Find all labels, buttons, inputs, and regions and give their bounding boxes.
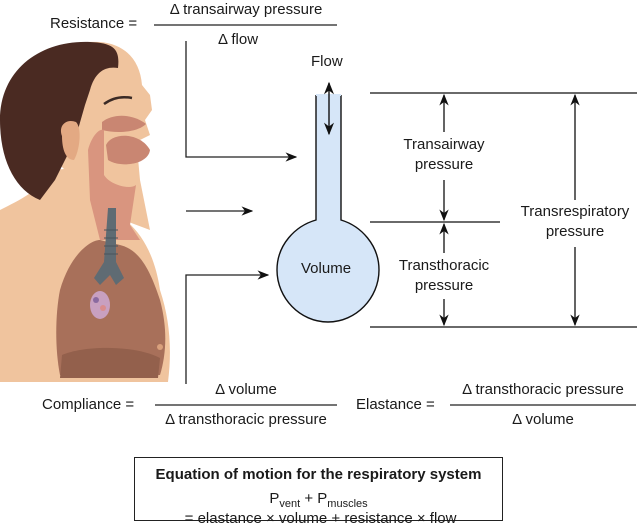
heart (90, 291, 110, 319)
diaphragm (60, 347, 160, 378)
nasal-cavity (102, 115, 146, 132)
transthoracic-line1: Transthoracic (398, 257, 490, 274)
nipple (157, 344, 163, 350)
resistance-numerator: Δ transairway pressure (169, 1, 323, 18)
transthoracic-line2: pressure (414, 277, 474, 294)
eye (103, 96, 133, 106)
transthoracic-pressure-label: Transthoracic pressure (384, 256, 504, 296)
equation-of-motion-box: Equation of motion for the respiratory s… (134, 457, 503, 527)
transairway-line1: Transairway (403, 136, 485, 153)
resistance-denominator: Δ flow (218, 31, 259, 48)
resistance-label: Resistance = (50, 15, 138, 32)
compliance-label: Compliance = (42, 396, 135, 413)
transrespiratory-pressure-label: Transrespiratory pressure (505, 202, 637, 242)
pharynx (88, 129, 140, 240)
transrespiratory-line2: pressure (545, 223, 605, 240)
p-muscles: P (317, 490, 328, 507)
flow-label: Flow (311, 53, 343, 70)
equation-formula: Pvent + Pmuscles = elastance × volume + … (135, 490, 502, 527)
compliance-denominator: Δ transthoracic pressure (165, 411, 327, 428)
volume-label: Volume (301, 260, 352, 277)
transairway-line2: pressure (414, 156, 474, 173)
human-figure-illustration (0, 41, 170, 382)
elastance-label: Elastance = (356, 396, 435, 413)
ear (60, 120, 80, 160)
plus-sign: + (300, 490, 318, 507)
lungs (56, 240, 166, 375)
p-muscles-subscript: muscles (327, 498, 368, 510)
equation-title: Equation of motion for the respiratory s… (155, 466, 482, 483)
p-vent: P (269, 490, 280, 507)
compliance-numerator: Δ volume (215, 381, 277, 398)
p-vent-subscript: vent (279, 498, 301, 510)
resistance-connector-arrow (185, 41, 298, 162)
equation-rhs: = elastance × volume + resistance × flow (180, 510, 457, 527)
oral-cavity (106, 135, 150, 165)
lung-model-bottle (276, 95, 380, 323)
elastance-numerator: Δ transthoracic pressure (462, 381, 624, 398)
compliance-connector-arrow (185, 270, 270, 384)
transrespiratory-line1: Transrespiratory (520, 203, 630, 220)
transairway-pressure-label: Transairway pressure (384, 135, 504, 175)
hair (0, 41, 119, 200)
elastance-denominator: Δ volume (512, 411, 574, 428)
